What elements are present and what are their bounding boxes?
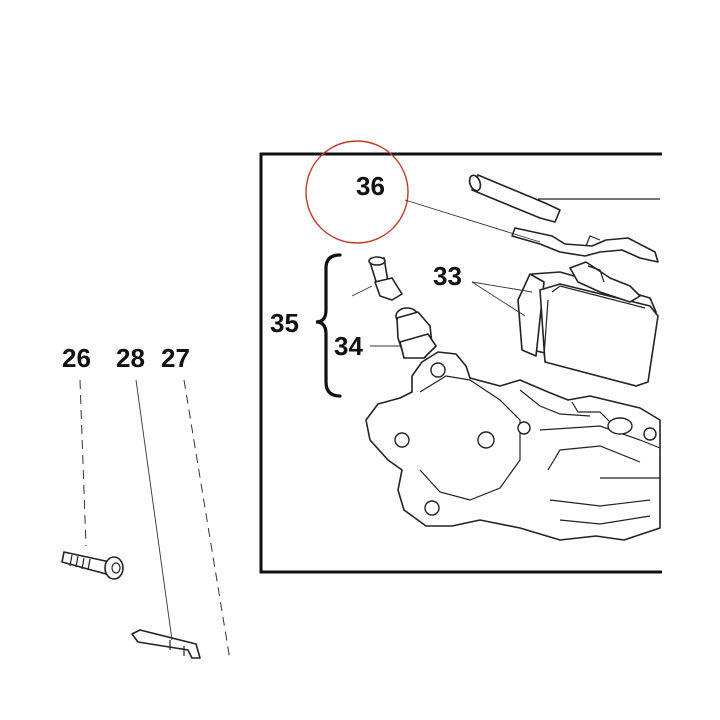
callout-36: 36 (356, 171, 385, 201)
part-36-pin-and-clip (468, 174, 660, 263)
leader-35 (351, 285, 373, 297)
part-33-brake-pads (517, 261, 659, 387)
part-26-bolt (61, 551, 124, 580)
part-34-bleed-cap (395, 307, 437, 359)
detail-frame (259, 152, 662, 574)
callout-28: 28 (116, 343, 145, 373)
callout-33: 33 (433, 261, 462, 291)
callout-26: 26 (62, 343, 91, 373)
leader-33-a (471, 281, 533, 293)
leader-28 (135, 379, 173, 641)
leader-36 (404, 199, 541, 243)
leader-27 (183, 379, 231, 661)
highlight-circle-icon (305, 140, 409, 244)
callout-34: 34 (334, 331, 363, 361)
leader-26 (79, 379, 87, 547)
part-28-clip (131, 629, 201, 659)
brace-icon (315, 253, 342, 398)
callout-27: 27 (161, 343, 190, 373)
caliper-body (365, 351, 661, 541)
part-35-bleed-screw (368, 256, 403, 301)
leader-33-b (471, 281, 526, 317)
callout-35: 35 (270, 308, 299, 338)
